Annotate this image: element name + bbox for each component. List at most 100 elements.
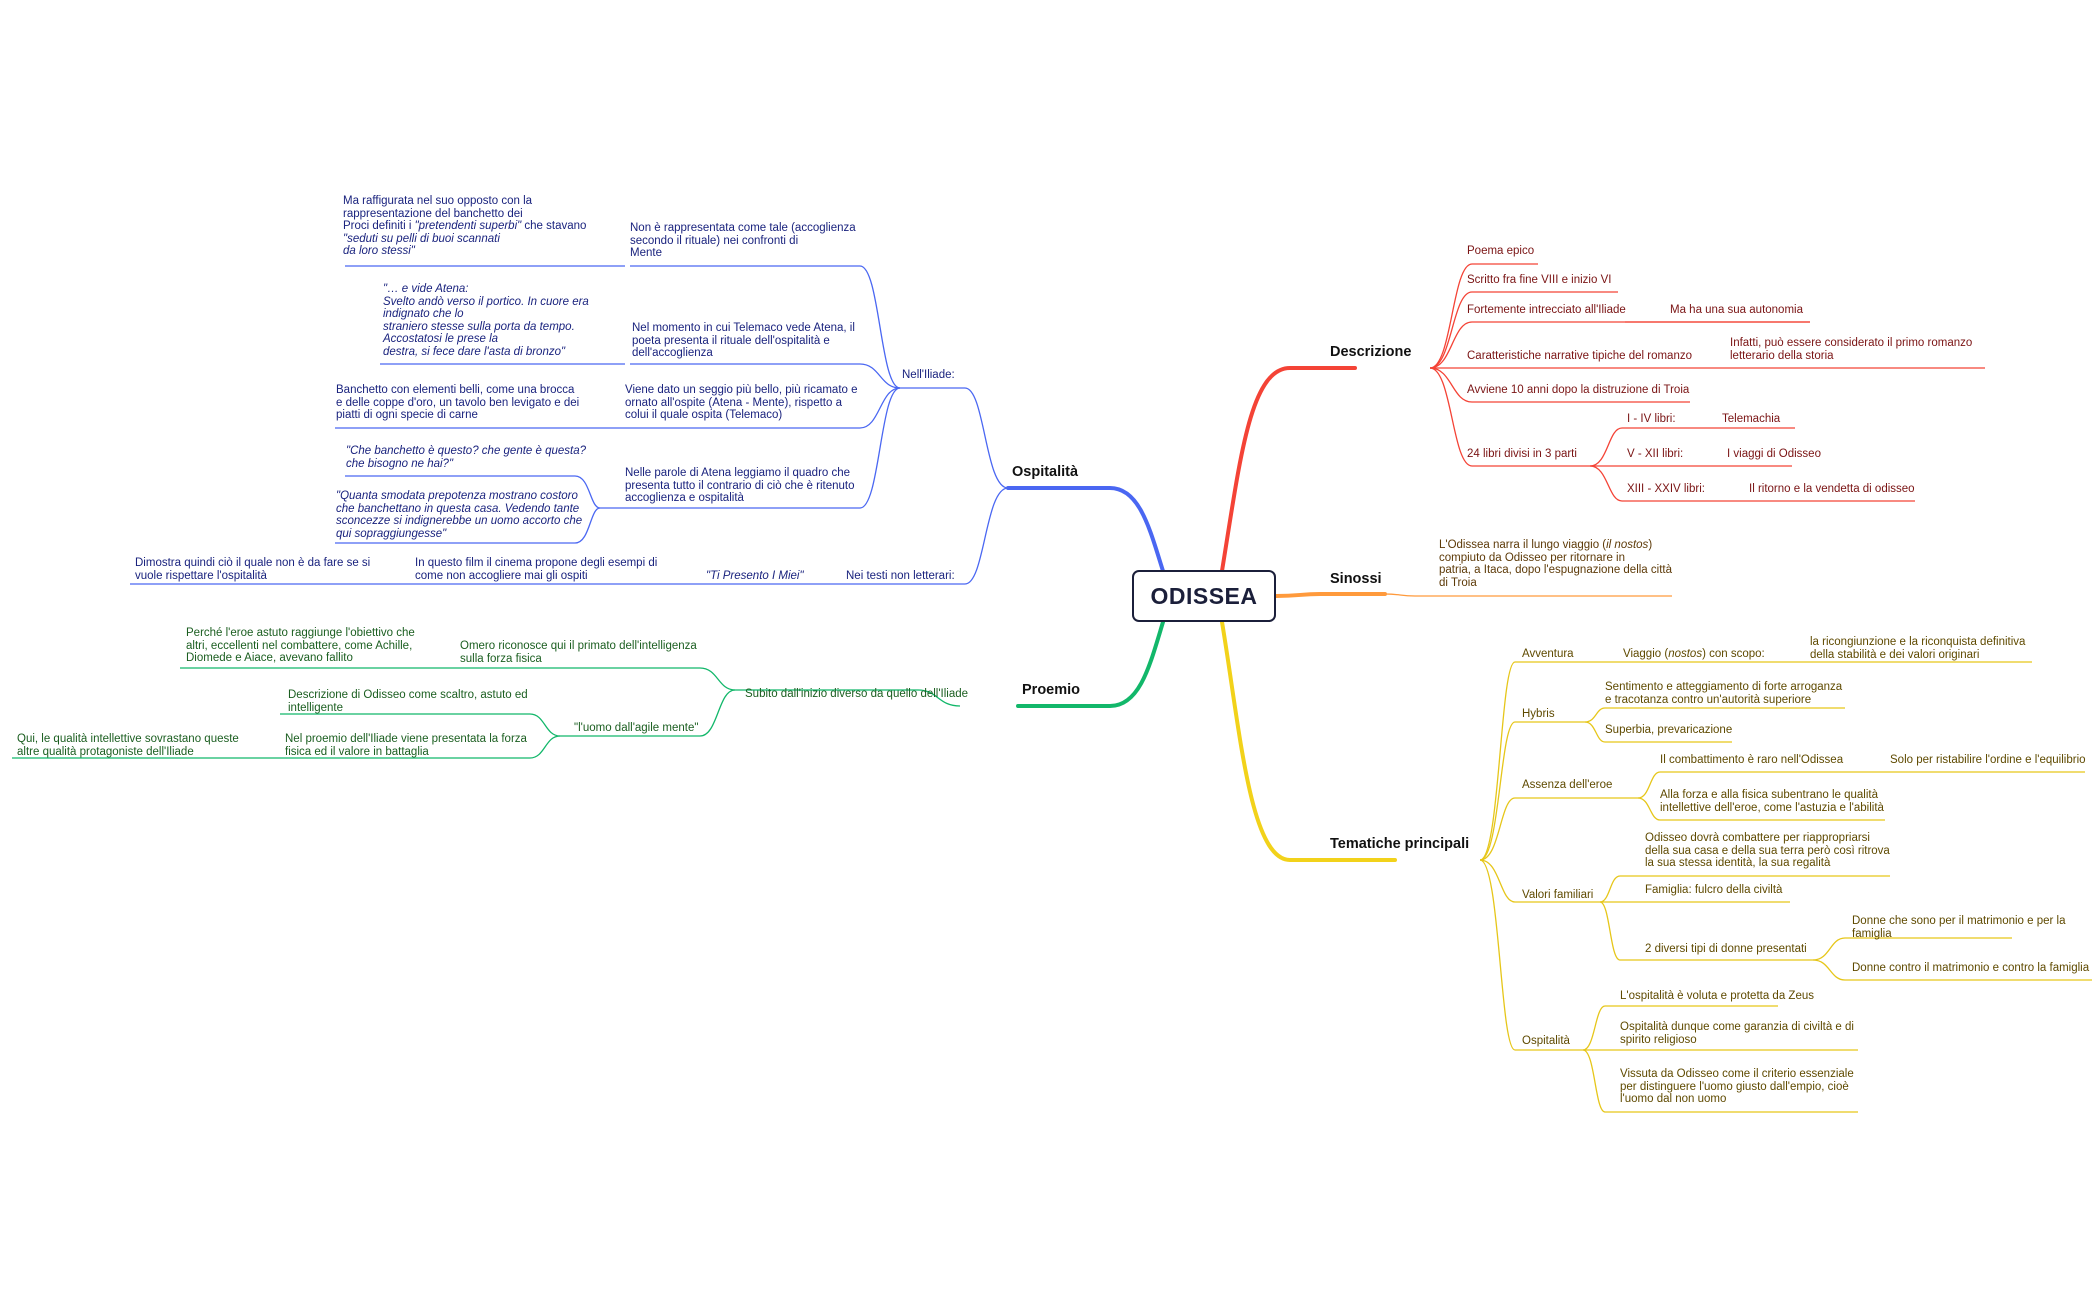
qualita-node[interactable]: Qui, le qualità intellettive sovrastano … (17, 733, 239, 758)
subito-node[interactable]: Subito dall'inizio diverso da quello del… (745, 688, 969, 700)
agile-mente-node[interactable]: "l'uomo dall'agile mente" (574, 722, 699, 734)
scaltro-node[interactable]: Descrizione di Odisseo come scaltro, ast… (288, 689, 528, 714)
scaltro-line2: intelligente (288, 701, 343, 714)
root-node[interactable]: ODISSEA (1132, 570, 1276, 622)
iliade-node[interactable]: Nell'Iliade: (902, 369, 955, 381)
perche-line3: Diomede e Aiace, avevano fallito (186, 652, 353, 664)
primo-romanzo-line1: Infatti, può essere considerato il primo… (1730, 337, 1973, 349)
caratteristiche-node[interactable]: Caratteristiche narrative tipiche del ro… (1467, 350, 1692, 362)
libri-node[interactable]: 24 libri divisi in 3 parti (1467, 448, 1577, 460)
proemio-iliade-line1: Nel proemio dell'Iliade viene presentata… (285, 733, 527, 745)
ospitalita-tema-node[interactable]: Ospitalità (1522, 1035, 1570, 1047)
vissuta-node[interactable]: Vissuta da Odisseo come il criterio esse… (1620, 1068, 1854, 1106)
odisseo-line1: Odisseo dovrà combattere per riappropria… (1645, 832, 1870, 844)
smodata-line1: "Quanta smodata prepotenza mostrano cost… (336, 490, 578, 502)
famiglia-node[interactable]: Famiglia: fulcro della civiltà (1645, 884, 1783, 896)
vissuta-line1: Vissuta da Odisseo come il criterio esse… (1620, 1068, 1854, 1080)
proemio-node[interactable]: Proemio (1022, 682, 1081, 698)
vide-line3: indignato che lo (383, 308, 464, 320)
raffigurata-node[interactable]: Ma raffigurata nel suo opposto con la ra… (343, 195, 586, 258)
donne-contro-node[interactable]: Donne contro il matrimonio e contro la f… (1852, 962, 2090, 974)
viaggio-node[interactable]: Viaggio (nostos) con scopo: (1623, 648, 1765, 661)
sinossi-node[interactable]: Sinossi (1330, 571, 1382, 587)
branch-tematiche (1220, 620, 1397, 862)
scritto-node[interactable]: Scritto fra fine VIII e inizio VI (1467, 274, 1612, 286)
momento-line2: poeta presenta il rituale dell'ospitalit… (632, 334, 830, 347)
avviene-node[interactable]: Avviene 10 anni dopo la distruzione di T… (1467, 384, 1690, 396)
superbia-node[interactable]: Superbia, prevaricazione (1605, 724, 1733, 736)
parte1-value[interactable]: Telemachia (1722, 413, 1781, 425)
banchetto-node[interactable]: Banchetto con elementi belli, come una b… (336, 384, 579, 422)
sinossi-line1c: ) (1648, 539, 1653, 551)
cinema-node[interactable]: In questo film il cinema propone degli e… (415, 557, 657, 582)
perche-line2: altri, eccellenti nel combattere, come A… (186, 639, 413, 652)
banchetto-line1: Banchetto con elementi belli, come una b… (336, 384, 575, 396)
ristabilire-node[interactable]: Solo per ristabilire l'ordine e l'equili… (1890, 754, 2086, 766)
parte2-label[interactable]: V - XII libri: (1627, 448, 1684, 460)
smodata-node[interactable]: "Quanta smodata prepotenza mostrano cost… (336, 490, 582, 540)
non-rappresentata-node[interactable]: Non è rappresentata come tale (accoglien… (630, 222, 856, 260)
hybris-node[interactable]: Hybris (1522, 708, 1555, 720)
sinossi-line4: di Troia (1439, 576, 1477, 589)
omero-node[interactable]: Omero riconosce qui il primato dell'inte… (460, 640, 697, 665)
ricongiunzione-node[interactable]: la ricongiunzione e la riconquista defin… (1810, 636, 2025, 661)
garanzia-node[interactable]: Ospitalità dunque come garanzia di civil… (1620, 1021, 1854, 1046)
viaggio-a: Viaggio ( (1623, 648, 1669, 660)
raffig-line1: Ma raffigurata nel suo opposto con la (343, 195, 533, 207)
seggio-line3: colui il quale ospita (Telemaco) (625, 409, 783, 421)
ricongiunzione-line1: la ricongiunzione e la riconquista defin… (1810, 636, 2026, 648)
assenza-node[interactable]: Assenza dell'eroe (1522, 779, 1613, 791)
combattimento-node[interactable]: Il combattimento è raro nell'Odissea (1660, 754, 1844, 766)
donne-per-line2: famiglia (1852, 927, 1892, 940)
non-letterari-node[interactable]: Nei testi non letterari: (846, 570, 955, 582)
parte1-label[interactable]: I - IV libri: (1627, 413, 1676, 425)
primo-romanzo-node[interactable]: Infatti, può essere considerato il primo… (1730, 337, 1972, 362)
intrecciato-node[interactable]: Fortemente intrecciato all'Iliade (1467, 304, 1626, 316)
film-node[interactable]: "Ti Presento I Miei" (706, 570, 804, 583)
qualita-line2: altre qualità protagoniste dell'Iliade (17, 745, 194, 758)
perche-node[interactable]: Perché l'eroe astuto raggiunge l'obietti… (186, 627, 415, 665)
scaltro-line1: Descrizione di Odisseo come scaltro, ast… (288, 689, 528, 701)
non-rappr-line3: Mente (630, 247, 662, 259)
vissuta-line3: l'uomo dal non uomo (1620, 1093, 1727, 1105)
vide-line1: "… e vide Atena: (383, 283, 469, 295)
parole-atena-node[interactable]: Nelle parole di Atena leggiamo il quadro… (625, 467, 855, 505)
descrizione-node[interactable]: Descrizione (1330, 344, 1412, 360)
avventura-node[interactable]: Avventura (1522, 648, 1574, 660)
che-banchetto-node[interactable]: "Che banchetto è questo? che gente è que… (346, 445, 586, 470)
vide-line5: Accostatosi le prese la (383, 333, 499, 345)
vide-atena-node[interactable]: "… e vide Atena: Svelto andò verso il po… (383, 283, 589, 358)
viaggio-c: ) con scopo: (1702, 648, 1765, 660)
valori-node[interactable]: Valori familiari (1522, 889, 1594, 901)
odisseo-line3: la sua stessa identità, la sua regalità (1645, 857, 1831, 869)
proemio-iliade-node[interactable]: Nel proemio dell'Iliade viene presentata… (285, 733, 527, 758)
parte3-value[interactable]: Il ritorno e la vendetta di odisseo (1749, 483, 1915, 495)
donne-node[interactable]: 2 diversi tipi di donne presentati (1645, 943, 1807, 955)
seggio-node[interactable]: Viene dato un seggio più bello, più rica… (625, 384, 858, 422)
parte3-label[interactable]: XIII - XXIV libri: (1627, 483, 1705, 495)
odisseo-combattere-node[interactable]: Odisseo dovrà combattere per riappropria… (1645, 832, 1890, 870)
che-line2: che bisogno ne hai?" (346, 457, 454, 470)
vide-line4: straniero stesse sulla porta da tempo. (383, 320, 575, 333)
primo-romanzo-line2: letterario della storia (1730, 349, 1834, 362)
branch-proemio (1016, 620, 1165, 708)
poema-epico-node[interactable]: Poema epico (1467, 245, 1535, 257)
forza-line2: intellettive dell'eroe, come l'astuzia e… (1660, 801, 1884, 814)
autonomia-node[interactable]: Ma ha una sua autonomia (1670, 304, 1803, 316)
sentimento-node[interactable]: Sentimento e atteggiamento di forte arro… (1605, 681, 1842, 706)
omero-line2: sulla forza fisica (460, 652, 542, 665)
voluta-node[interactable]: L'ospitalità è voluta e protetta da Zeus (1620, 990, 1814, 1002)
cinema-line2: come non accogliere mai gli ospiti (415, 569, 588, 582)
sinossi-text[interactable]: L'Odissea narra il lungo viaggio (il nos… (1439, 539, 1672, 589)
tematiche-node[interactable]: Tematiche principali (1330, 836, 1470, 852)
raffig-line3b: "pretendenti superbi" (414, 220, 522, 232)
omero-line1: Omero riconosce qui il primato dell'inte… (460, 640, 697, 652)
ospitalita-node[interactable]: Ospitalità (1012, 464, 1079, 480)
momento-node[interactable]: Nel momento in cui Telemaco vede Atena, … (632, 322, 855, 360)
donne-per-node[interactable]: Donne che sono per il matrimonio e per l… (1852, 915, 2066, 940)
parte2-value[interactable]: I viaggi di Odisseo (1727, 448, 1821, 460)
forza-node[interactable]: Alla forza e alla fisica subentrano le q… (1660, 789, 1884, 814)
dimostra-node[interactable]: Dimostra quindi ciò il quale non è da fa… (135, 557, 370, 582)
forza-line1: Alla forza e alla fisica subentrano le q… (1660, 789, 1878, 801)
